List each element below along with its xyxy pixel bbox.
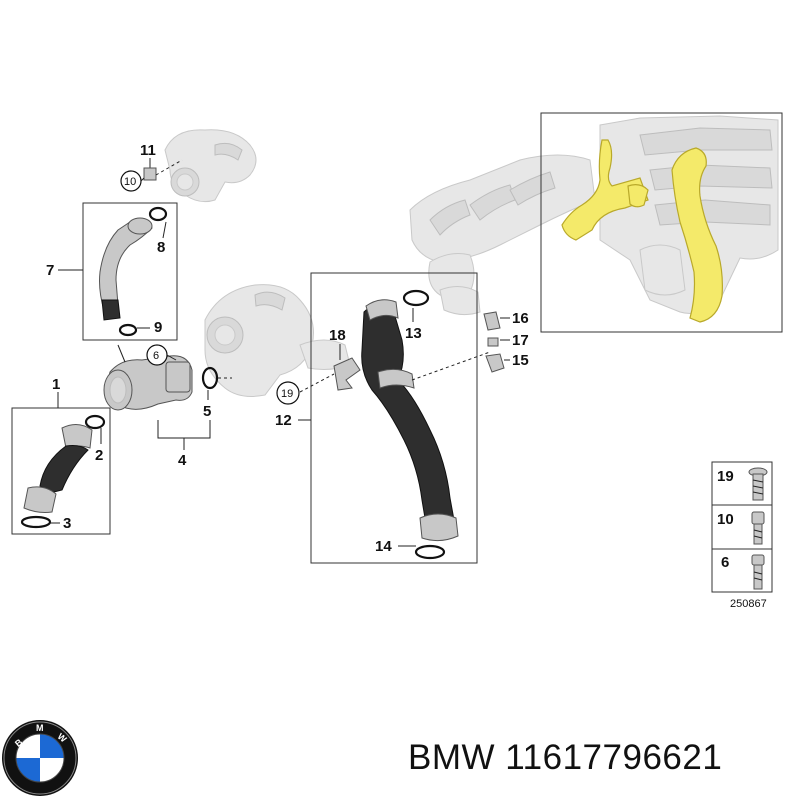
ghost-intake-manifold (409, 154, 596, 298)
callout-15: 15 (512, 352, 529, 369)
part-number: 11617796621 (505, 738, 723, 777)
ghost-turbocharger-center (204, 284, 351, 397)
highlight-pipe-right (671, 147, 723, 323)
highlight-pipe-left (561, 139, 649, 241)
group-12 (276, 272, 491, 564)
bmw-logo-icon: B M W (2, 720, 78, 796)
brand-name: BMW (408, 738, 496, 777)
inset-overview (540, 112, 783, 333)
legend-number-19: 19 (717, 468, 734, 485)
sensor-15 (485, 353, 505, 373)
o-ring-3 (20, 515, 52, 529)
o-ring-9 (118, 323, 138, 337)
legend-number-10: 10 (717, 511, 734, 528)
group-10-11 (120, 158, 183, 192)
group-4 (103, 344, 232, 450)
callout-14: 14 (375, 538, 392, 555)
callout-16: 16 (512, 310, 529, 327)
group-15-17 (483, 311, 510, 373)
callout-5: 5 (203, 403, 211, 420)
bracket-18 (333, 357, 361, 391)
ghost-connector-right (439, 286, 481, 316)
screw-19-icon (748, 467, 768, 501)
callout-4: 4 (178, 452, 187, 469)
callout-3: 3 (63, 515, 71, 532)
legend-number-6: 6 (721, 554, 729, 571)
callout-1: 1 (52, 376, 60, 393)
svg-text:M: M (36, 723, 44, 733)
o-ring-2 (84, 414, 106, 430)
callout-labels: 11 10 8 7 9 6 1 5 2 4 3 18 13 19 12 14 1… (46, 142, 767, 610)
o-ring-5 (201, 366, 219, 390)
group-7 (58, 202, 178, 341)
callout-12: 12 (275, 412, 292, 429)
callout-8: 8 (157, 239, 165, 256)
o-ring-13 (402, 289, 430, 307)
diagram-id: 250867 (730, 598, 767, 610)
callout-11: 11 (140, 142, 156, 159)
callout-17: 17 (512, 332, 529, 349)
group-1 (11, 392, 111, 535)
callout-9: 9 (154, 319, 162, 336)
sensor-16 (483, 311, 501, 331)
callout-13: 13 (405, 325, 422, 342)
hose-12 (361, 303, 455, 526)
callout-2: 2 (95, 447, 103, 464)
ghost-turbocharger-top (164, 129, 257, 203)
o-ring-8 (148, 206, 168, 222)
hose-1 (39, 445, 89, 493)
callout-19: 19 (281, 388, 293, 400)
pipe-7 (99, 220, 153, 311)
bolt-10-icon (751, 511, 765, 545)
callout-10: 10 (124, 176, 136, 188)
callout-18: 18 (329, 327, 346, 344)
o-ring-14 (414, 544, 446, 560)
fastener-legend (711, 461, 773, 593)
bolt-6-icon (751, 554, 765, 590)
svg-text:B: B (13, 737, 25, 749)
part-number-label: BMW 11617796621 (408, 738, 722, 778)
callout-6: 6 (153, 350, 159, 362)
callout-7: 7 (46, 262, 54, 279)
